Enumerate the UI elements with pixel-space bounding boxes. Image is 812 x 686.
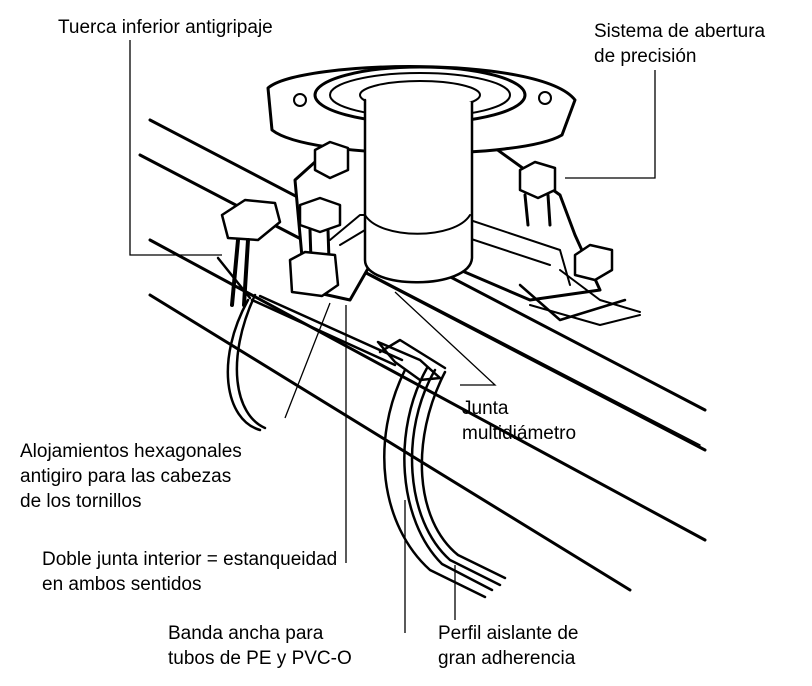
label-alojamientos-line3: de los tornillos bbox=[20, 491, 142, 512]
label-banda-line1: Banda ancha para bbox=[168, 623, 324, 644]
bolts bbox=[220, 140, 614, 307]
label-junta-line1: Junta bbox=[462, 398, 509, 419]
label-sistema-line1: Sistema de abertura bbox=[594, 21, 766, 42]
label-alojamientos-line2: antigiro para las cabezas bbox=[20, 466, 232, 487]
label-junta-line2: multidiámetro bbox=[462, 423, 577, 444]
insulating-profile bbox=[376, 338, 447, 382]
label-doble-line1: Doble junta interior = estanqueidad bbox=[42, 549, 338, 570]
label-doble-line2: en ambos sentidos bbox=[42, 574, 202, 595]
label-perfil-line1: Perfil aislante de bbox=[438, 623, 579, 644]
label-banda-line2: tubos de PE y PVC-O bbox=[168, 648, 352, 669]
leader-lines bbox=[129, 40, 656, 633]
label-tuerca: Tuerca inferior antigripaje bbox=[58, 17, 273, 38]
label-alojamientos-line1: Alojamientos hexagonales bbox=[20, 441, 242, 462]
label-sistema-line2: de precisión bbox=[594, 46, 697, 67]
label-perfil-line2: gran adherencia bbox=[438, 648, 576, 669]
